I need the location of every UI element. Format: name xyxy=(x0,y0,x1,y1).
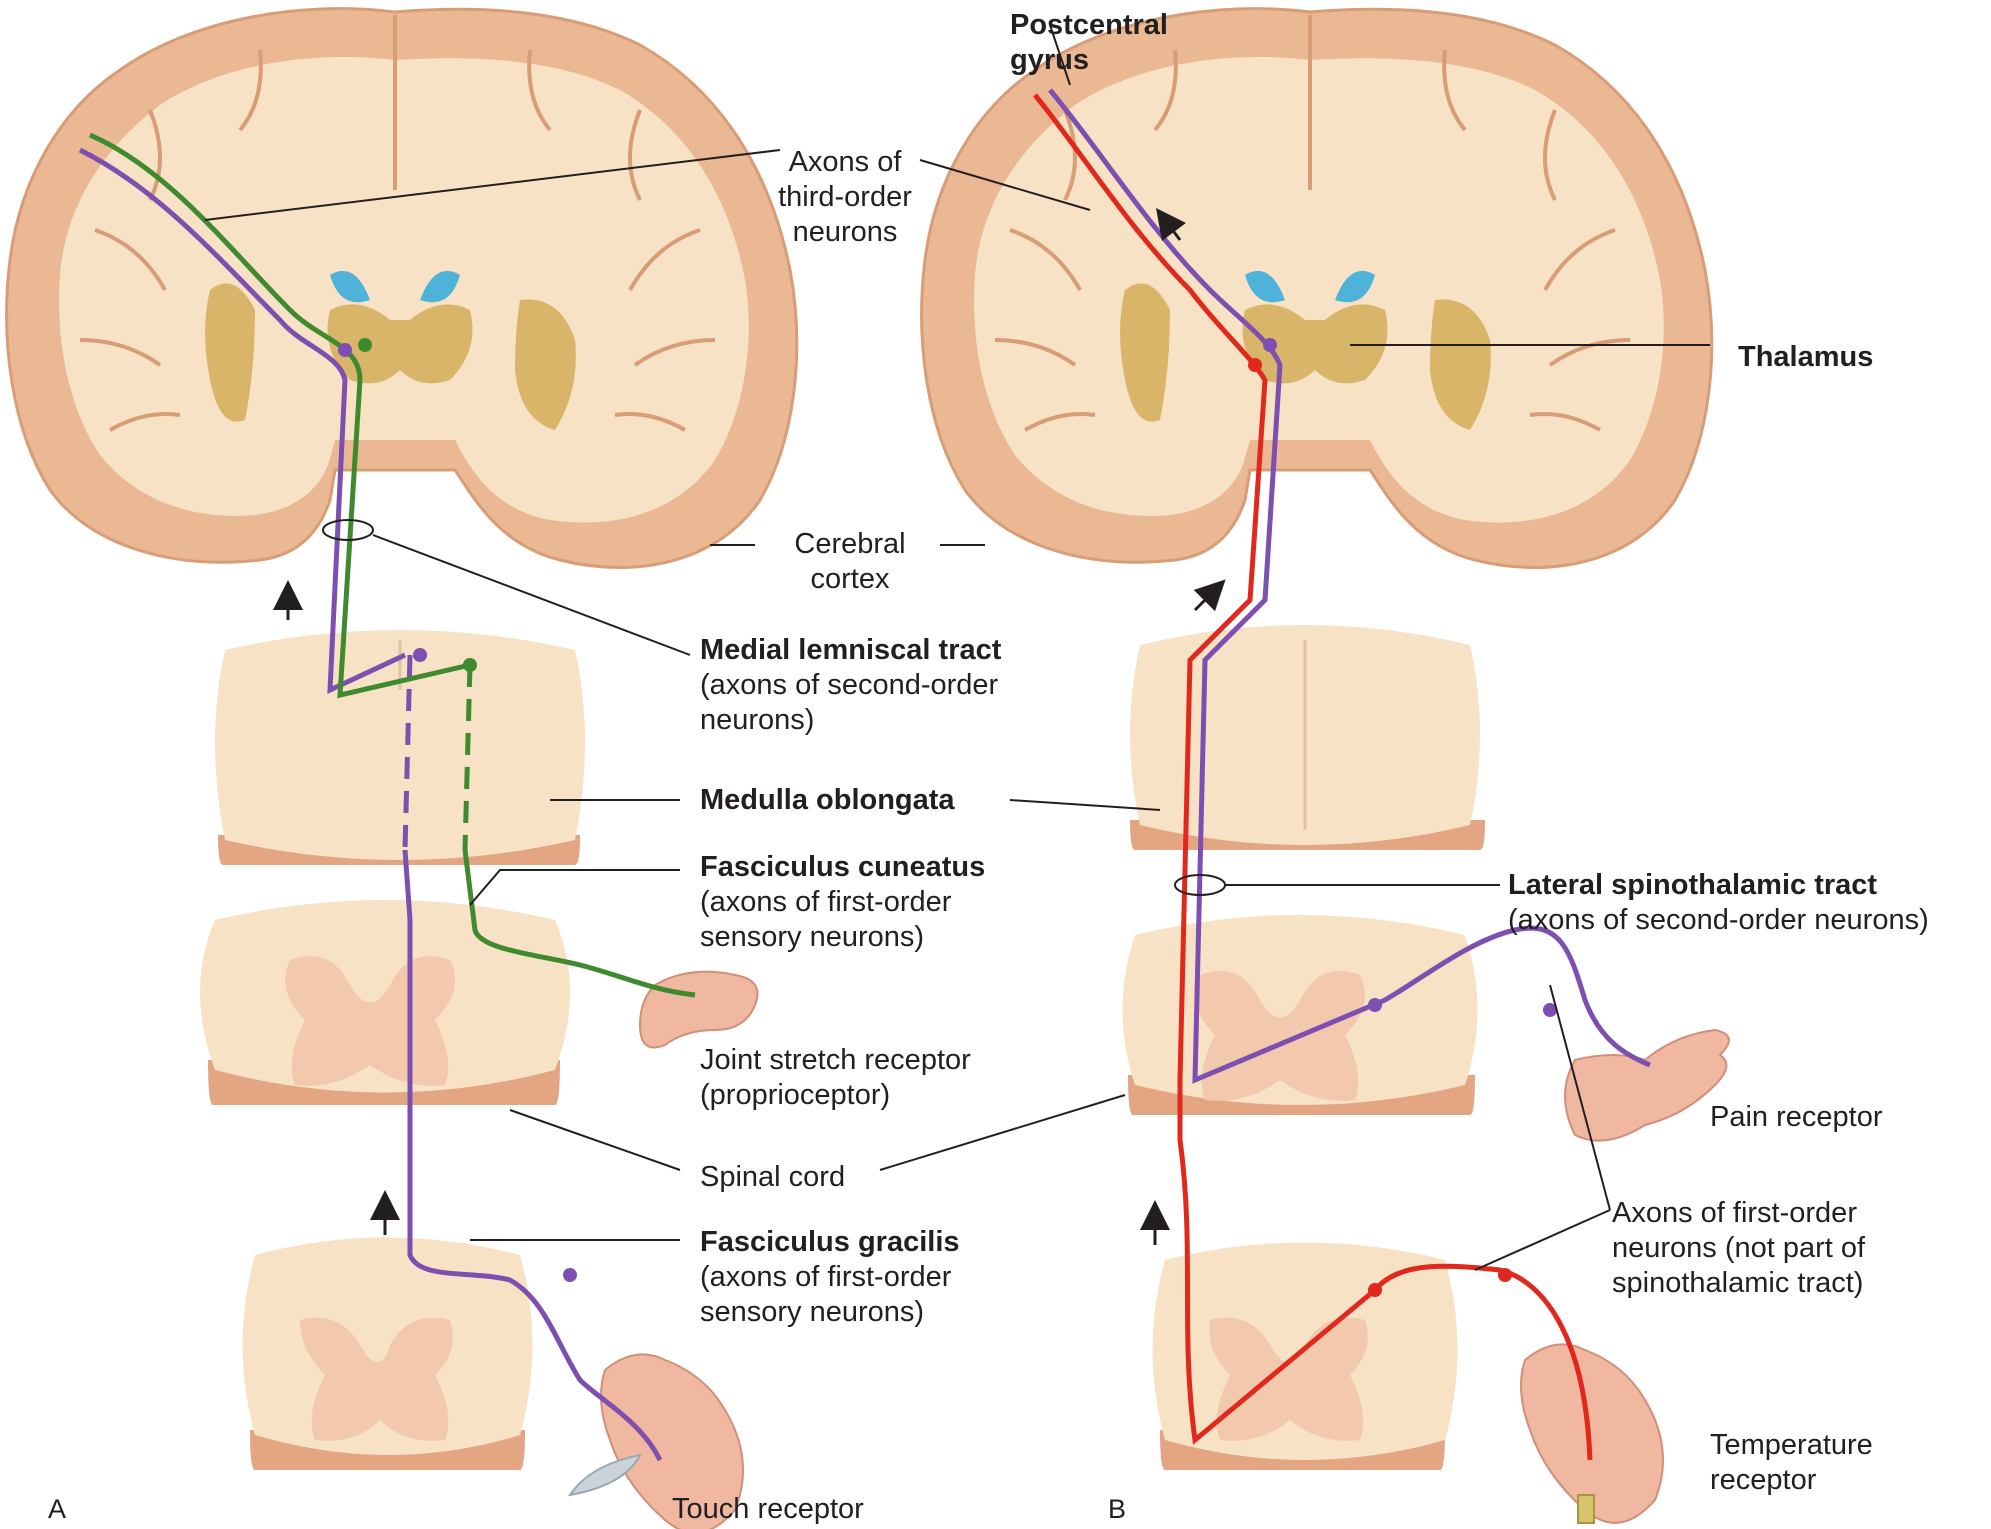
label-postcentral-gyrus-line-1: Postcentral xyxy=(1010,9,1168,41)
label-medial-lemniscal-detail-2: neurons) xyxy=(700,704,815,736)
label-medulla-oblongata: Medulla oblongata xyxy=(700,784,955,816)
panel-label-a: A xyxy=(48,1494,67,1524)
feather-icon xyxy=(567,1453,642,1497)
label-joint-stretch-receptor: Joint stretch receptor (proprioceptor) xyxy=(700,1043,971,1113)
label-axons-third-order-line-2: third-order xyxy=(778,181,912,213)
label-temperature-line-1: Temperature xyxy=(1710,1429,1873,1461)
label-fasciculus-gracilis-title: Fasciculus gracilis xyxy=(700,1226,960,1258)
label-cerebral-cortex-line-1: Cerebral xyxy=(794,528,906,560)
label-axons-third-order-line-3: neurons xyxy=(792,216,898,248)
label-touch-receptor: Touch receptor xyxy=(672,1493,864,1525)
brain-section-b xyxy=(920,7,1714,569)
label-temperature-line-2: receptor xyxy=(1710,1464,1817,1496)
spinal-cord-section-b-upper xyxy=(1122,915,1478,1115)
label-fasciculus-gracilis-detail-2: sensory neurons) xyxy=(700,1296,925,1328)
thermometer-icon xyxy=(1577,1494,1595,1524)
tract-purple-a xyxy=(78,147,663,1462)
leader-lines xyxy=(204,24,1710,1271)
foot-icon-b xyxy=(1520,1343,1664,1524)
label-spinal-cord: Spinal cord xyxy=(700,1161,846,1193)
hand-icon xyxy=(1564,1028,1730,1142)
label-medial-lemniscal-tract: Medial lemniscal tract (axons of second-… xyxy=(700,633,1001,738)
medulla-section-a xyxy=(215,630,585,865)
label-axons-first-order-line-1: Axons of first-order xyxy=(1612,1197,1857,1229)
label-axons-first-order-line-2: neurons (not part of xyxy=(1612,1232,1866,1264)
panel-label-b: B xyxy=(1108,1494,1127,1524)
label-fasciculus-cuneatus-detail-2: sensory neurons) xyxy=(700,921,925,953)
label-postcentral-gyrus: Postcentral gyrus xyxy=(1010,8,1168,78)
label-fasciculus-cuneatus-detail-1: (axons of first-order xyxy=(700,886,952,918)
label-cerebral-cortex: Cerebral cortex xyxy=(760,527,940,597)
medulla-section-b xyxy=(1130,625,1485,850)
label-postcentral-gyrus-line-2: gyrus xyxy=(1010,44,1089,76)
label-joint-stretch-line-2: (proprioceptor) xyxy=(700,1079,891,1111)
label-axons-third-order: Axons of third-order neurons xyxy=(760,145,930,250)
label-fasciculus-gracilis: Fasciculus gracilis (axons of first-orde… xyxy=(700,1225,960,1330)
brain-section-a xyxy=(5,7,799,569)
label-fasciculus-gracilis-detail-1: (axons of first-order xyxy=(700,1261,952,1293)
label-axons-first-order: Axons of first-order neurons (not part o… xyxy=(1612,1196,1865,1301)
label-medial-lemniscal-detail-1: (axons of second-order xyxy=(700,669,999,701)
label-joint-stretch-line-1: Joint stretch receptor xyxy=(700,1044,971,1076)
label-fasciculus-cuneatus-title: Fasciculus cuneatus xyxy=(700,851,986,883)
label-temperature-receptor: Temperature receptor xyxy=(1710,1428,1873,1498)
tract-green-a xyxy=(88,132,696,998)
label-axons-first-order-line-3: spinothalamic tract) xyxy=(1612,1267,1864,1299)
label-cerebral-cortex-line-2: cortex xyxy=(810,563,890,595)
joint-icon xyxy=(638,970,759,1049)
label-pain-receptor: Pain receptor xyxy=(1710,1101,1883,1133)
spinal-cord-section-a-upper xyxy=(200,900,570,1105)
label-lateral-spinothalamic-tract: Lateral spinothalamic tract (axons of se… xyxy=(1508,868,1929,938)
foot-icon-a xyxy=(600,1353,744,1529)
label-fasciculus-cuneatus: Fasciculus cuneatus (axons of first-orde… xyxy=(700,850,985,955)
tract-red-b xyxy=(1033,93,1593,1461)
label-thalamus: Thalamus xyxy=(1738,341,1874,373)
label-lateral-spinothalamic-detail: (axons of second-order neurons) xyxy=(1508,904,1929,936)
label-axons-third-order-line-1: Axons of xyxy=(788,146,902,178)
spinal-cord-section-a-lower xyxy=(242,1237,533,1470)
label-lateral-spinothalamic-title: Lateral spinothalamic tract xyxy=(1508,869,1878,901)
direction-arrows xyxy=(273,208,1226,1245)
synapse-dots xyxy=(338,338,1557,1297)
label-medial-lemniscal-title: Medial lemniscal tract xyxy=(700,634,1002,666)
